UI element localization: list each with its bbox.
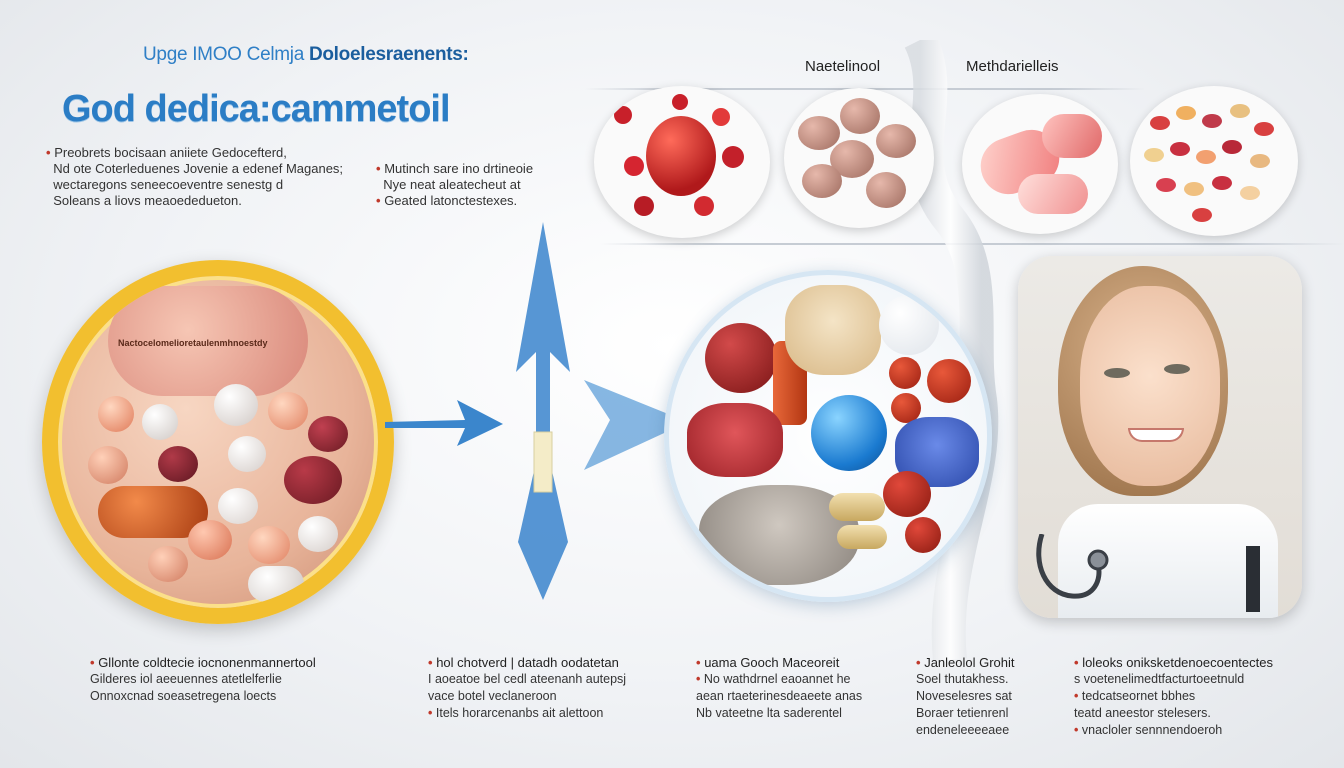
bottom-column-heading: • hol chotverd | datadh oodatetan (428, 655, 619, 670)
intro-left-line: Soleans a liovs meaoededueton. (53, 193, 242, 208)
intro-right-line: Nye neat aleatecheut at (383, 177, 521, 192)
stethoscope-icon (1036, 534, 1109, 599)
bottom-column: • loleoks oniksketdenoecoentectes s voet… (1074, 654, 1273, 739)
bottom-column: • Janleolol Grohit Soel thutakhess. Nove… (916, 654, 1015, 739)
arrow-icon (584, 380, 688, 470)
bottom-column-line: • tedcatseornet bbhes (1074, 689, 1196, 703)
top-label-left: Naetelinool (805, 58, 881, 75)
bottom-column-line: s voetenelimedtfacturtoeetnuld (1074, 672, 1245, 686)
subtitle: Upge IMOO Celmja Doloelesraenents: (143, 44, 469, 66)
intro-left-line: Nd ote Coterleduenes Jovenie a edenef Ma… (53, 161, 344, 176)
bottom-column: • Gllonte coldtecie iocnonenmannertool G… (90, 654, 316, 705)
bottom-column-heading: • Janleolol Grohit (916, 655, 1015, 670)
bottom-column-heading: • Gllonte coldtecie iocnonenmannertool (90, 655, 316, 670)
subtitle-part-b: Doloelesraenents: (308, 44, 469, 65)
portrait-photo (1018, 256, 1302, 618)
food-photo (594, 86, 770, 238)
food-photo: Nactocelomelioretaulenmhnoestdy (42, 260, 394, 624)
bottom-column-line: Onnoxcnad soeasetregena loects (90, 689, 277, 703)
bottom-column-line: • No wathdrnel eaoannet he (696, 672, 851, 686)
bottom-column-line: • Itels horarcenanbs ait alettoon (428, 706, 604, 720)
pill-mix-photo (962, 94, 1118, 234)
intro-left-line: • Preobrets bocisaan aniiete Gedocefterd… (46, 145, 287, 160)
bottom-column-line: vace botel veclaneroon (428, 689, 557, 703)
pill-mix-photo (664, 270, 992, 602)
bottom-column-line: Soel thutakhess. (916, 672, 1009, 686)
bottom-column-line: Noveselesres sat (916, 689, 1012, 703)
top-label-right: Methdarielleis (966, 58, 1059, 75)
bottom-column-line: I aoeatoe bel cedl ateenanh autepsj (428, 672, 627, 686)
pill-mix-photo (1130, 86, 1298, 236)
headline: God dedica:cammetoil (62, 88, 451, 130)
arrow-icon (516, 222, 570, 600)
bottom-column-heading: • loleoks oniksketdenoecoentectes (1074, 655, 1273, 670)
intro-left-line: wectaregons seneecoeventre senestg d (53, 177, 284, 192)
intro-right-line: • Mutinch sare ino drtineoie (376, 161, 534, 176)
intro-right-block: • Mutinch sare ino drtineoie Nye neat al… (376, 161, 533, 209)
bottom-column-line: teatd aneestor stelesers. (1074, 706, 1211, 720)
arrow-icon (385, 400, 503, 446)
bottom-column-line: endeneleeeeaee (916, 723, 1010, 737)
bottom-column-line: Nb vateetne lta saderentel (696, 706, 842, 720)
bottom-column-line: • vnacloler sennnendoeroh (1074, 723, 1223, 737)
subtitle-part-a: Upge IMOO Celmja (143, 44, 304, 65)
intro-right-line: • Geated latonctestexes. (376, 193, 518, 208)
bottom-column: • uama Gooch Maceoreit • No wathdrnel ea… (696, 654, 862, 722)
bottom-column: • hol chotverd | datadh oodatetan I aoea… (428, 654, 626, 722)
bottom-column-line: Gilderes iol aeeuennes atetlelferlie (90, 672, 282, 686)
bottom-column-heading: • uama Gooch Maceoreit (696, 655, 840, 670)
bottom-column-line: aean rtaeterinesdeaeete anas (696, 689, 863, 703)
food-photo (784, 88, 934, 228)
ring-label: Nactocelomelioretaulenmhnoestdy (118, 338, 268, 348)
intro-left-block: • Preobrets bocisaan aniiete Gedocefterd… (46, 145, 343, 209)
bottom-column-line: Boraer tetienrenl (916, 706, 1009, 720)
